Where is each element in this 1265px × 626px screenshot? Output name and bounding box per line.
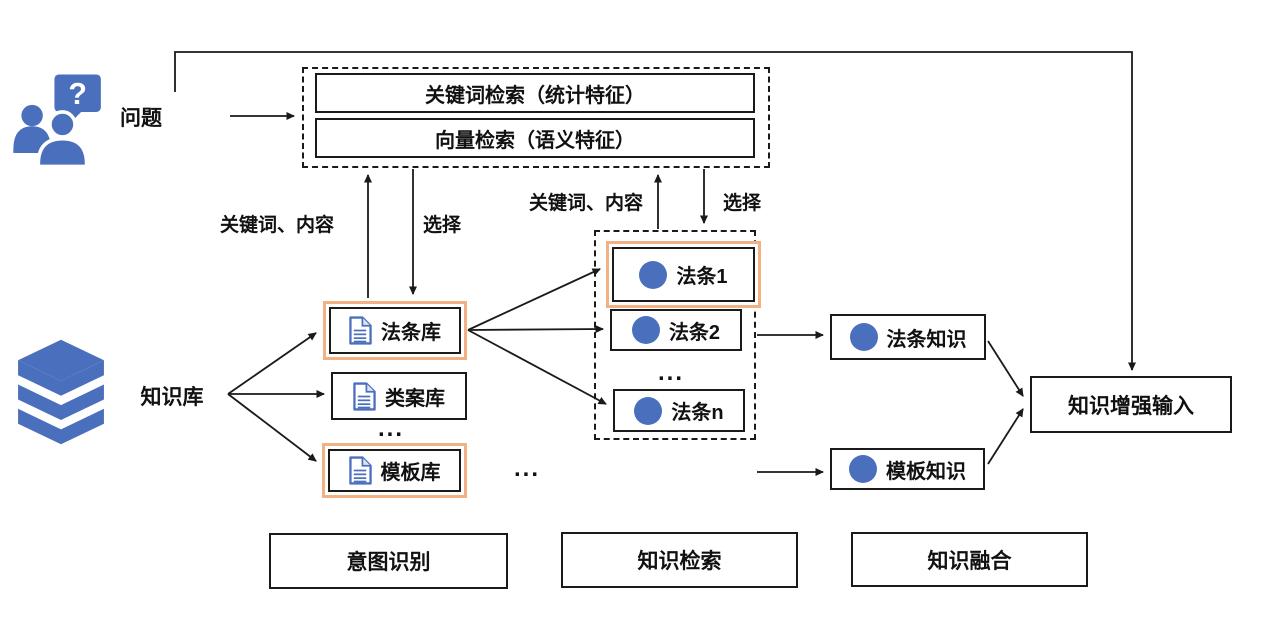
article-1-label: 法条1 xyxy=(676,266,728,288)
template-knowledge-label: 模板知识 xyxy=(886,460,966,483)
label-keywords-content-right: 关键词、内容 xyxy=(528,193,643,214)
stage-knowledge-fusion: 知识融合 xyxy=(851,532,1088,587)
article-2-box: 法条2 xyxy=(610,309,742,351)
libraries-ellipsis: ... xyxy=(378,415,405,442)
law-library-label: 法条库 xyxy=(381,322,441,344)
knowledge-circle-icon xyxy=(849,323,878,351)
article-circle-icon xyxy=(639,260,668,289)
label-select-left: 选择 xyxy=(422,215,461,236)
template-library-label: 模板库 xyxy=(380,462,441,484)
knowledge-base-books-icon xyxy=(18,339,104,445)
case-library-label: 类案库 xyxy=(385,387,445,410)
knowledge-base-label: 知识库 xyxy=(140,386,204,409)
vector-search-label: 向量检索（语义特征） xyxy=(435,129,635,152)
document-icon xyxy=(348,456,372,485)
law-library-box: 法条库 xyxy=(323,301,467,360)
stage-knowledge-retrieval: 知识检索 xyxy=(561,532,798,588)
question-users-icon: ? xyxy=(13,74,101,169)
svg-text:?: ? xyxy=(68,78,87,111)
knowledge-circle-icon xyxy=(849,455,877,483)
article-2-label: 法条2 xyxy=(668,321,721,344)
stage-intent-recognition: 意图识别 xyxy=(269,533,508,589)
stage-retrieval-label: 知识检索 xyxy=(637,550,722,573)
article-1-box: 法条1 xyxy=(606,241,761,308)
keyword-search-label: 关键词检索（统计特征） xyxy=(425,84,645,107)
articles-ellipsis: ... xyxy=(658,359,685,386)
template-knowledge-box: 模板知识 xyxy=(830,448,985,490)
vector-search-box: 向量检索（语义特征） xyxy=(315,118,755,158)
articles-dashed-box: 法条1 法条2 ... 法条n xyxy=(594,230,761,440)
law-knowledge-box: 法条知识 xyxy=(830,314,986,360)
document-icon xyxy=(353,381,376,411)
stage-fusion-label: 知识融合 xyxy=(927,549,1012,573)
knowledge-ellipsis: ... xyxy=(514,455,541,482)
article-circle-icon xyxy=(631,316,660,344)
template-library-box: 模板库 xyxy=(322,443,467,498)
label-select-right: 选择 xyxy=(722,193,761,214)
article-circle-icon xyxy=(634,396,663,425)
law-knowledge-label: 法条知识 xyxy=(886,328,967,351)
knowledge-enhanced-input-box: 知识增强输入 xyxy=(1030,376,1232,433)
knowledge-enhanced-input-label: 知识增强输入 xyxy=(1068,394,1194,418)
article-n-box: 法条n xyxy=(613,389,745,432)
retrieval-dashed-box: 关键词检索（统计特征） 向量检索（语义特征） xyxy=(302,67,770,168)
article-n-label: 法条n xyxy=(671,402,724,424)
document-icon xyxy=(349,316,372,345)
question-label: 问题 xyxy=(120,107,162,130)
keyword-search-box: 关键词检索（统计特征） xyxy=(315,73,755,113)
label-keywords-content-left: 关键词、内容 xyxy=(219,215,334,236)
case-library-box: 类案库 xyxy=(331,372,467,420)
stage-intent-label: 意图识别 xyxy=(346,551,431,574)
